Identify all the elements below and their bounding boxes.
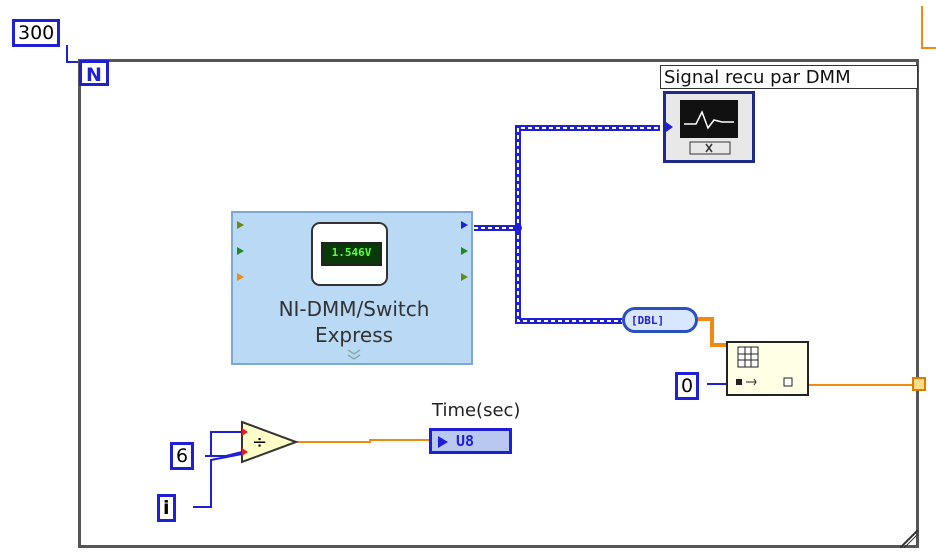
divide-symbol: ÷ (252, 432, 267, 453)
graph-label: Signal recu par DMM (660, 65, 918, 89)
array-index-constant[interactable]: 0 (675, 372, 700, 400)
express-name-line1: NI-DMM/Switch (278, 297, 430, 321)
build-array-icon (736, 346, 793, 387)
iteration-terminal[interactable]: i (157, 494, 176, 522)
time-type: U8 (456, 432, 475, 450)
count-constant[interactable]: 300 (12, 19, 61, 47)
convert-from-dynamic-data[interactable]: [DBL] (622, 307, 698, 333)
expand-chevron-icon[interactable] (347, 349, 361, 361)
divide-node[interactable]: ÷ (240, 420, 300, 464)
for-loop (78, 59, 919, 548)
loop-corner (900, 530, 919, 548)
indicator-arrow-icon (438, 436, 448, 448)
dmm-icon: 1.546V (311, 222, 388, 286)
build-array-node[interactable] (726, 341, 809, 396)
divisor-constant[interactable]: 6 (170, 442, 195, 470)
loop-count-terminal[interactable]: N (79, 60, 109, 86)
graph-icon (666, 100, 738, 155)
output-tunnel (912, 377, 926, 391)
convert-text: [DBL] (631, 314, 665, 327)
output-terminals (461, 221, 468, 281)
time-label: Time(sec) (432, 400, 521, 421)
input-terminals (237, 221, 244, 281)
time-indicator[interactable]: U8 (429, 428, 512, 454)
dmm-express-vi[interactable]: 1.546V NI-DMM/Switch Express (231, 211, 473, 365)
express-name-line2: Express (314, 323, 394, 347)
dmm-display: 1.546V (321, 242, 382, 266)
graph-indicator[interactable] (663, 91, 755, 163)
